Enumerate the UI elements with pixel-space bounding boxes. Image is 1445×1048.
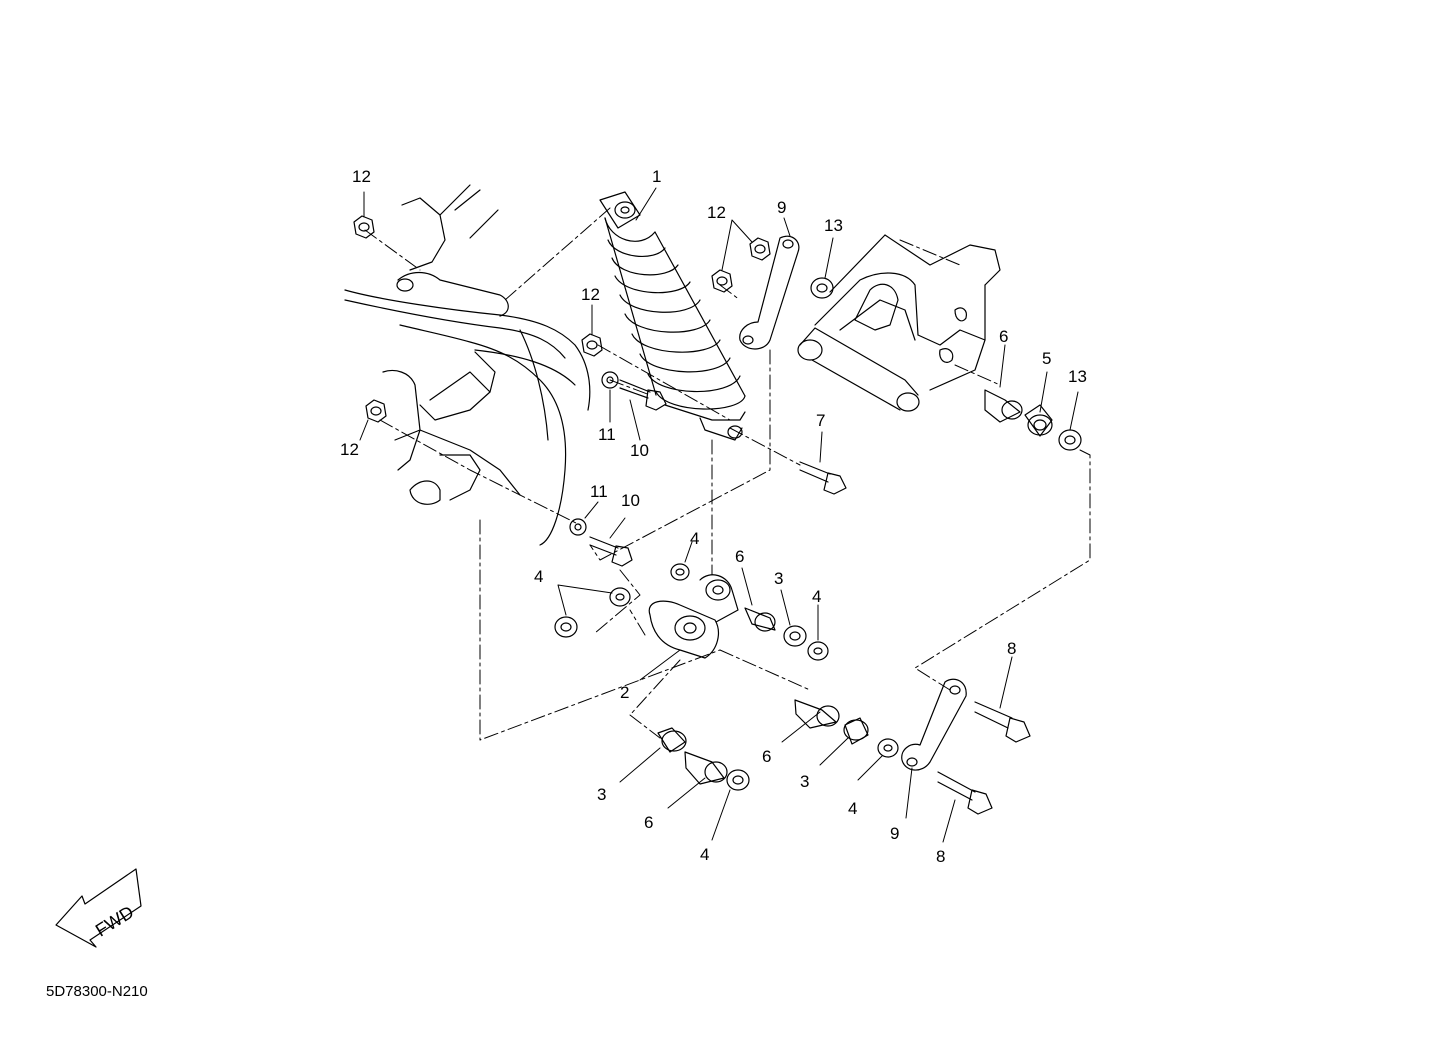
callout-8-lower: 8 xyxy=(936,847,946,866)
callout-7: 7 xyxy=(816,411,826,430)
callout-5: 5 xyxy=(1042,349,1052,368)
collar-13-lower xyxy=(1058,429,1082,451)
nut-12-b xyxy=(581,333,603,357)
callout-3-lower-left: 3 xyxy=(597,785,607,804)
callout-13-upper: 13 xyxy=(824,216,843,235)
alignment-lines xyxy=(364,207,1091,741)
collar-4-d xyxy=(807,641,829,661)
callout-10-upper: 10 xyxy=(630,441,649,460)
bush-3-c xyxy=(657,727,687,753)
callout-12-upper-mid: 12 xyxy=(707,203,726,222)
bush-3-b xyxy=(843,717,869,745)
washer-11-upper xyxy=(601,371,619,389)
fwd-arrow-icon: FWD xyxy=(55,868,142,948)
bushing-5 xyxy=(1024,404,1053,437)
nut-12-c xyxy=(365,399,387,423)
callout-10-lower: 10 xyxy=(621,491,640,510)
nut-12-e xyxy=(711,269,733,293)
callout-4-lower-left: 4 xyxy=(700,845,710,864)
callout-9-lower: 9 xyxy=(890,824,900,843)
collar-13-upper xyxy=(810,277,834,299)
callout-8-upper: 8 xyxy=(1007,639,1017,658)
bolt-10-lower xyxy=(589,536,633,567)
collar-6-a xyxy=(744,607,776,632)
washer-11-lower xyxy=(569,518,587,536)
shock-absorber xyxy=(599,191,746,441)
leader-lines xyxy=(359,187,1079,843)
callout-12-mid: 12 xyxy=(581,285,600,304)
callout-6-mid: 6 xyxy=(735,547,745,566)
callout-6-right: 6 xyxy=(999,327,1009,346)
collar-4-c xyxy=(554,616,578,638)
bolt-8-lower xyxy=(937,771,993,815)
callout-12-top-left: 12 xyxy=(352,167,371,186)
callout-1: 1 xyxy=(652,167,662,186)
fwd-label: FWD xyxy=(92,902,137,941)
collar-4-a xyxy=(670,563,690,581)
callout-4-left: 4 xyxy=(534,567,544,586)
callout-6-lower-left: 6 xyxy=(644,813,654,832)
callout-4-lower-right: 4 xyxy=(848,799,858,818)
callout-11-lower: 11 xyxy=(590,482,608,501)
callout-12-left: 12 xyxy=(340,440,359,459)
diagram-code: 5D78300-N210 xyxy=(46,983,148,1000)
callout-2: 2 xyxy=(620,683,630,702)
callout-3-lower-right: 3 xyxy=(800,772,810,791)
collar-6-right xyxy=(984,389,1023,423)
collar-6-b xyxy=(794,699,840,729)
frame-outline xyxy=(344,184,591,546)
relay-arm-upper xyxy=(739,235,800,350)
collar-4-e xyxy=(877,738,899,758)
collar-6-c xyxy=(684,751,728,785)
bolt-7 xyxy=(799,461,847,495)
callout-3-mid: 3 xyxy=(774,569,784,588)
bolt-8-upper xyxy=(974,701,1031,743)
bolt-10-upper xyxy=(619,379,667,411)
callout-9-upper: 9 xyxy=(777,198,787,217)
nut-12-d xyxy=(749,237,771,261)
collar-4-f xyxy=(726,769,750,791)
swingarm-outline xyxy=(797,234,1001,412)
callout-4-mid-upper: 4 xyxy=(690,529,700,548)
relay-arm-lower xyxy=(901,678,967,771)
callout-13-right: 13 xyxy=(1068,367,1087,386)
callout-11-upper: 11 xyxy=(598,425,616,444)
callout-4-mid-right: 4 xyxy=(812,587,822,606)
relay-link xyxy=(648,574,739,659)
collar-4-b xyxy=(609,587,631,607)
nut-12-a xyxy=(353,215,375,239)
bush-3-a xyxy=(783,625,807,647)
callout-6-lower: 6 xyxy=(762,747,772,766)
